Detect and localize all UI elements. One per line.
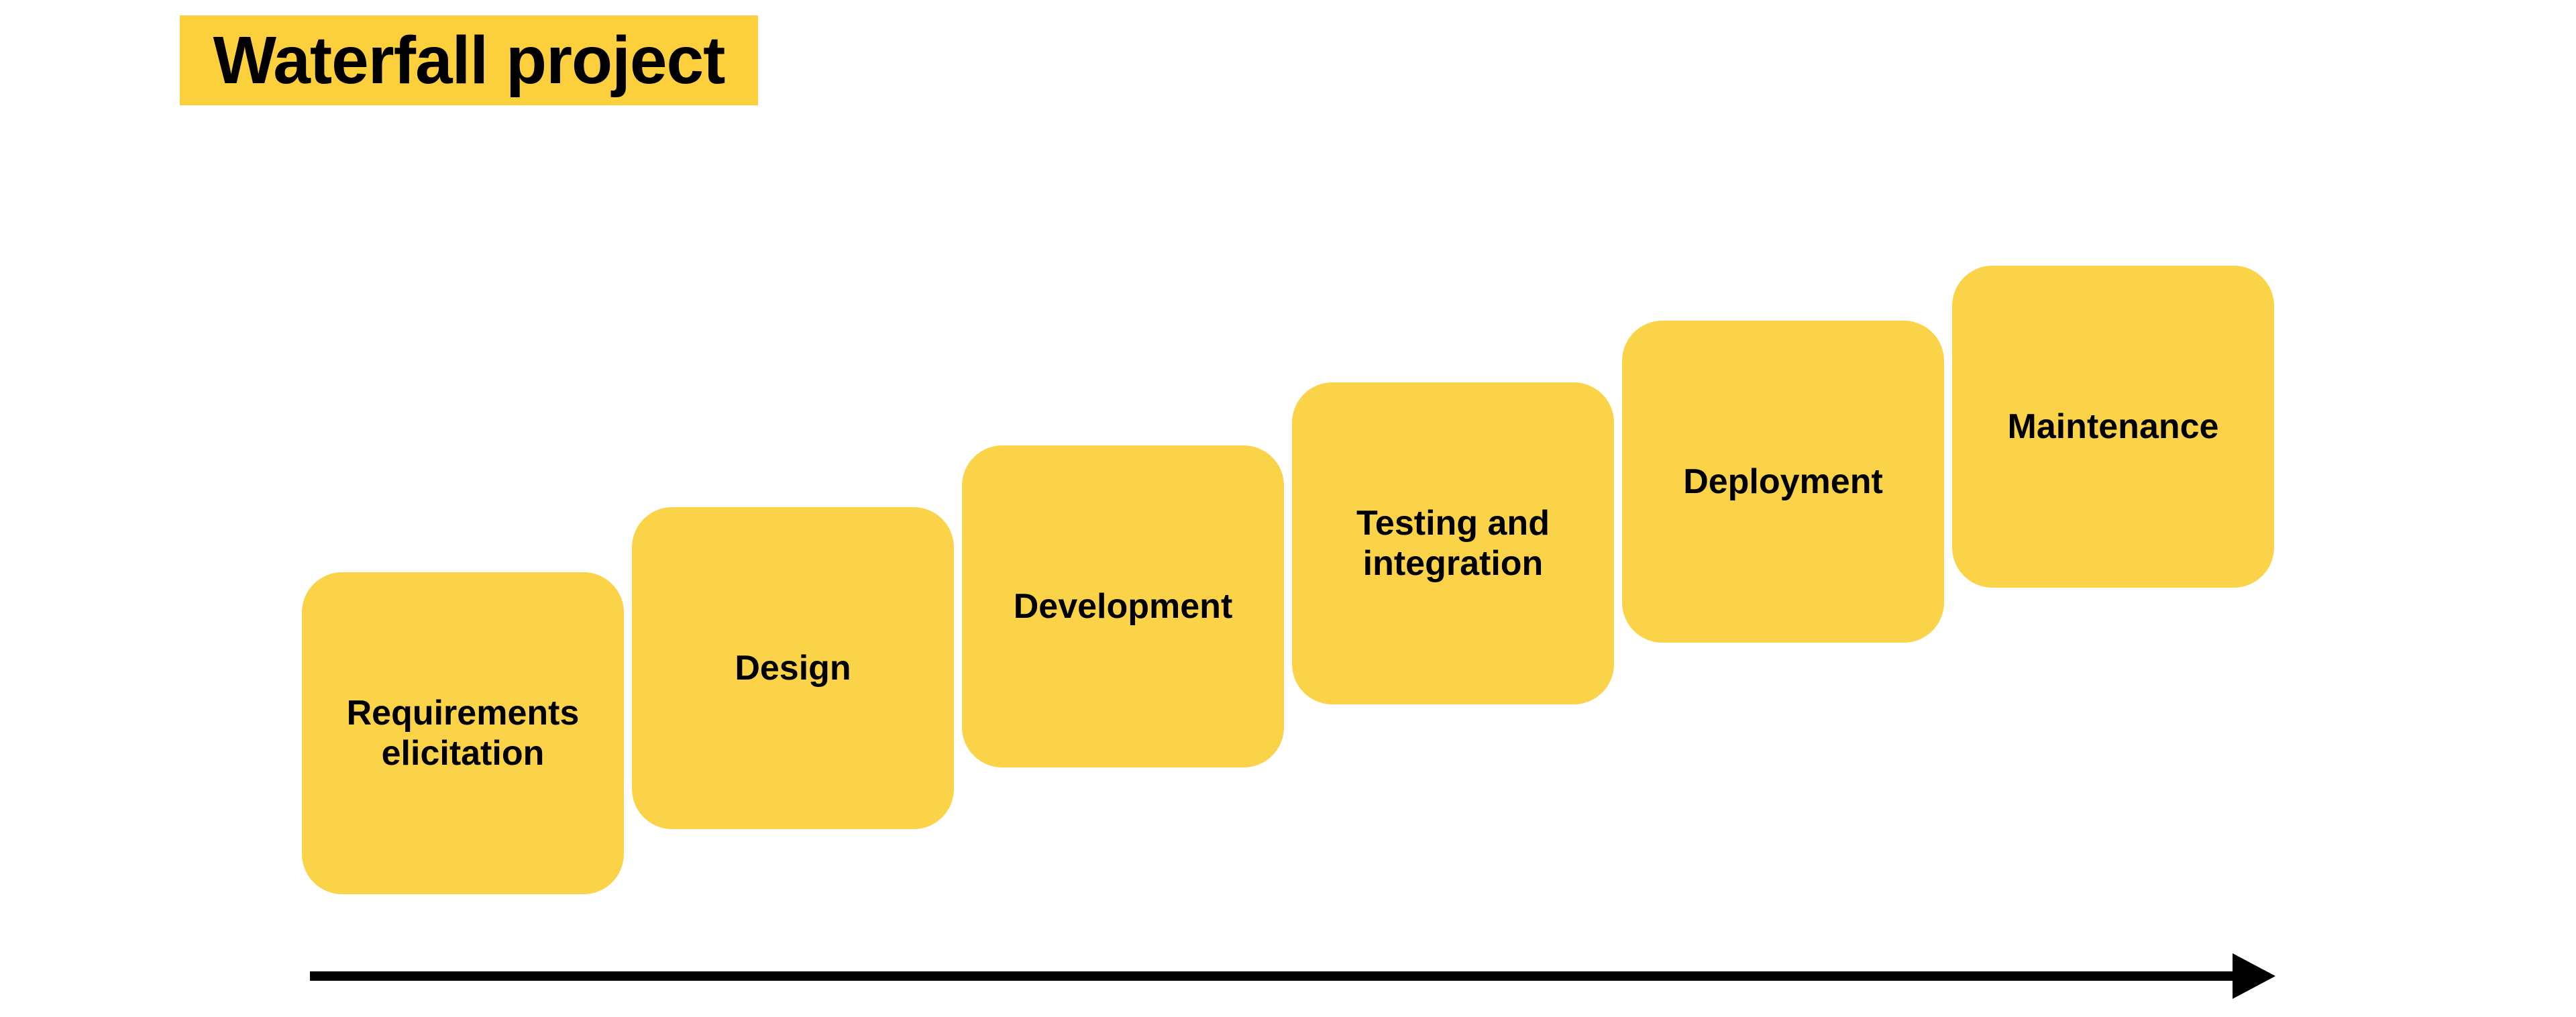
step-label: Maintenance [2007,407,2219,446]
diagram-title-text: Waterfall project [213,22,726,98]
step-label: Requirements elicitation [346,693,580,773]
step-design: Design [632,507,954,829]
step-development: Development [962,445,1284,767]
step-label: Design [735,648,851,688]
step-maintenance: Maintenance [1952,266,2274,588]
step-deployment: Deployment [1622,321,1944,643]
arrow-head-icon [2233,953,2275,999]
step-testing-and-integration: Testing and integration [1292,382,1614,704]
step-label: Deployment [1683,462,1883,501]
arrow-shaft [310,971,2234,981]
step-label: Development [1013,586,1233,626]
diagram-title: Waterfall project [180,15,758,105]
step-requirements-elicitation: Requirements elicitation [302,572,624,894]
step-label: Testing and integration [1356,503,1550,583]
